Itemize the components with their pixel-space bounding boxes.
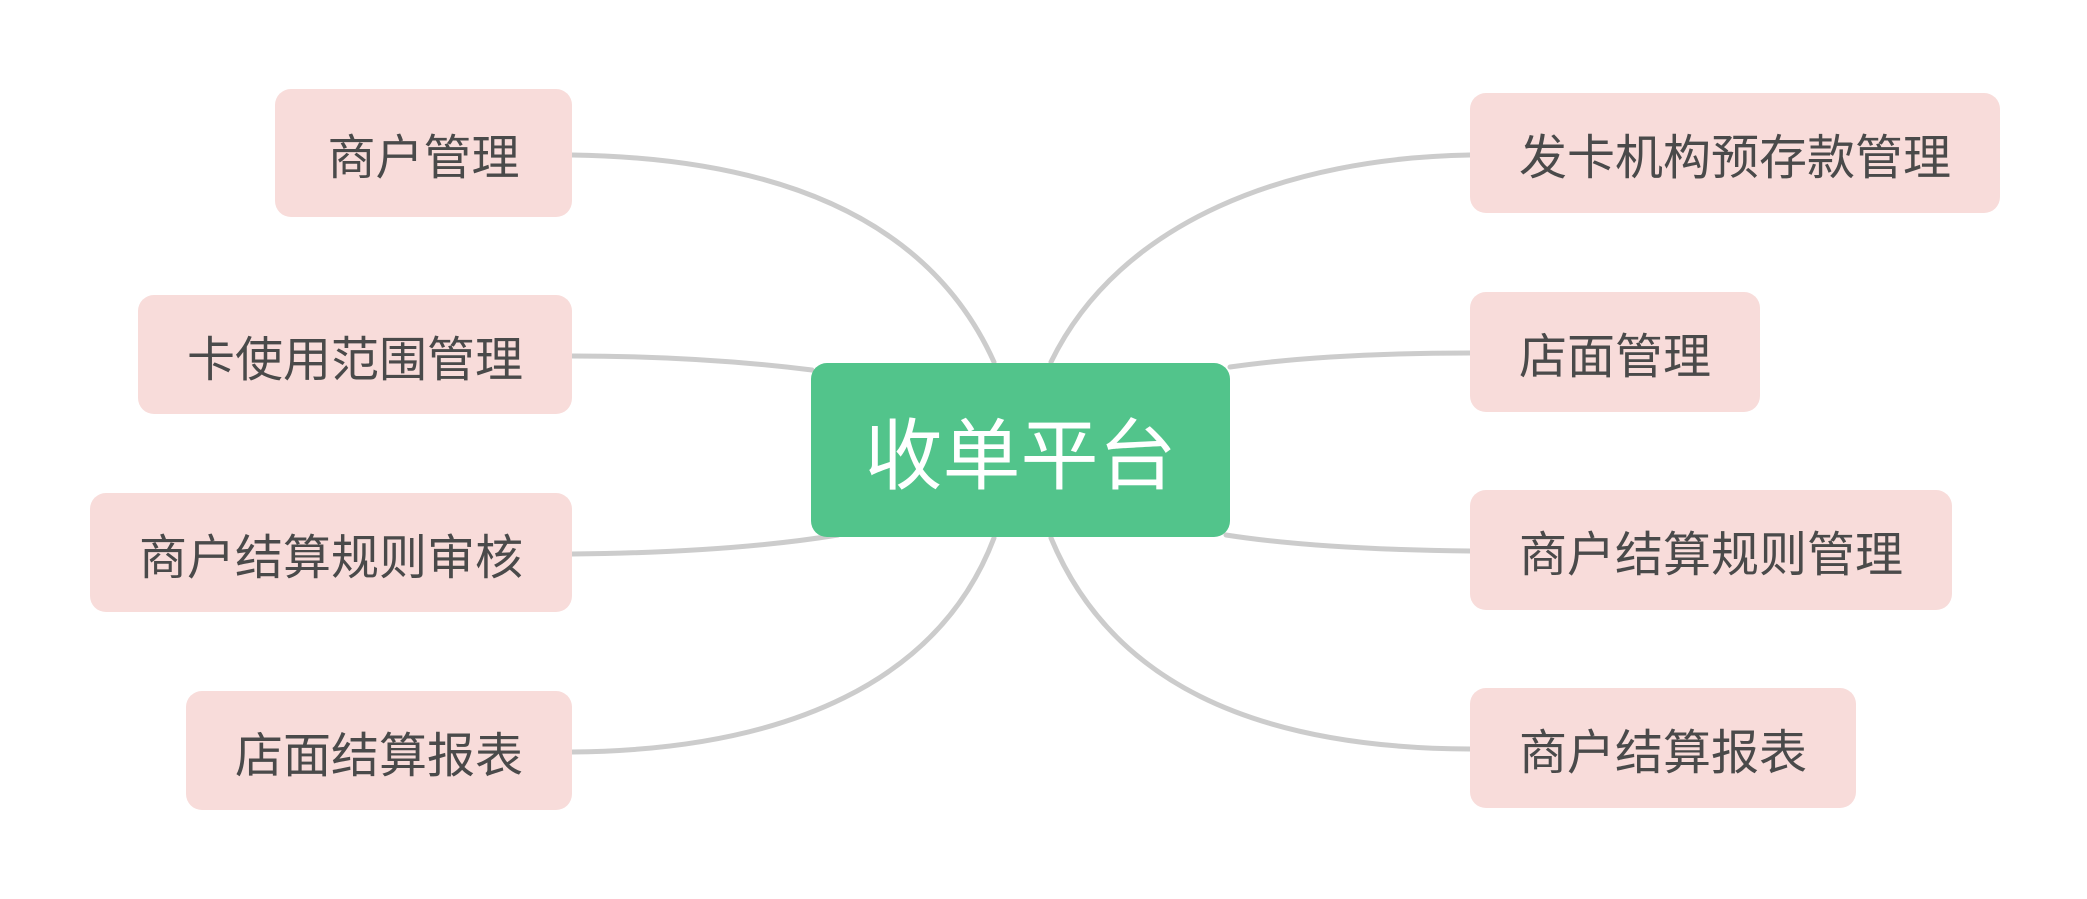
branch-label: 商户结算规则审核 [138, 529, 523, 586]
branch-label: 店面结算报表 [234, 727, 523, 784]
branch-label: 店面管理 [1518, 329, 1711, 385]
connector-商户结算规则审核 [569, 532, 841, 557]
connector-商户管理 [569, 152, 997, 365]
root-node[interactable]: 收单平台 [811, 363, 1230, 537]
branch-node-left-1[interactable]: 商户管理 [275, 89, 572, 217]
branch-label: 商户管理 [327, 130, 520, 186]
branch-node-right-3[interactable]: 商户结算规则管理 [1470, 490, 1952, 610]
root-label: 收单平台 [864, 412, 1177, 502]
connector-商户结算规则管理 [1223, 532, 1473, 554]
branch-node-right-1[interactable]: 发卡机构预存款管理 [1470, 93, 2000, 213]
connector-商户结算报表 [1048, 535, 1473, 752]
branch-node-left-3[interactable]: 商户结算规则审核 [90, 493, 572, 612]
connector-店面管理 [1227, 350, 1473, 370]
branch-node-left-2[interactable]: 卡使用范围管理 [138, 295, 572, 414]
branch-node-left-4[interactable]: 店面结算报表 [186, 691, 572, 810]
connector-卡使用范围管理 [569, 353, 815, 373]
connector-店面结算报表 [569, 535, 997, 755]
branch-node-right-2[interactable]: 店面管理 [1470, 292, 1760, 412]
branch-label: 发卡机构预存款管理 [1518, 130, 1951, 186]
branch-label: 卡使用范围管理 [186, 331, 523, 388]
branch-label: 商户结算报表 [1518, 725, 1807, 781]
connector-发卡机构预存款管理 [1048, 152, 1473, 365]
branch-node-right-4[interactable]: 商户结算报表 [1470, 688, 1856, 808]
branch-label: 商户结算规则管理 [1518, 527, 1903, 583]
